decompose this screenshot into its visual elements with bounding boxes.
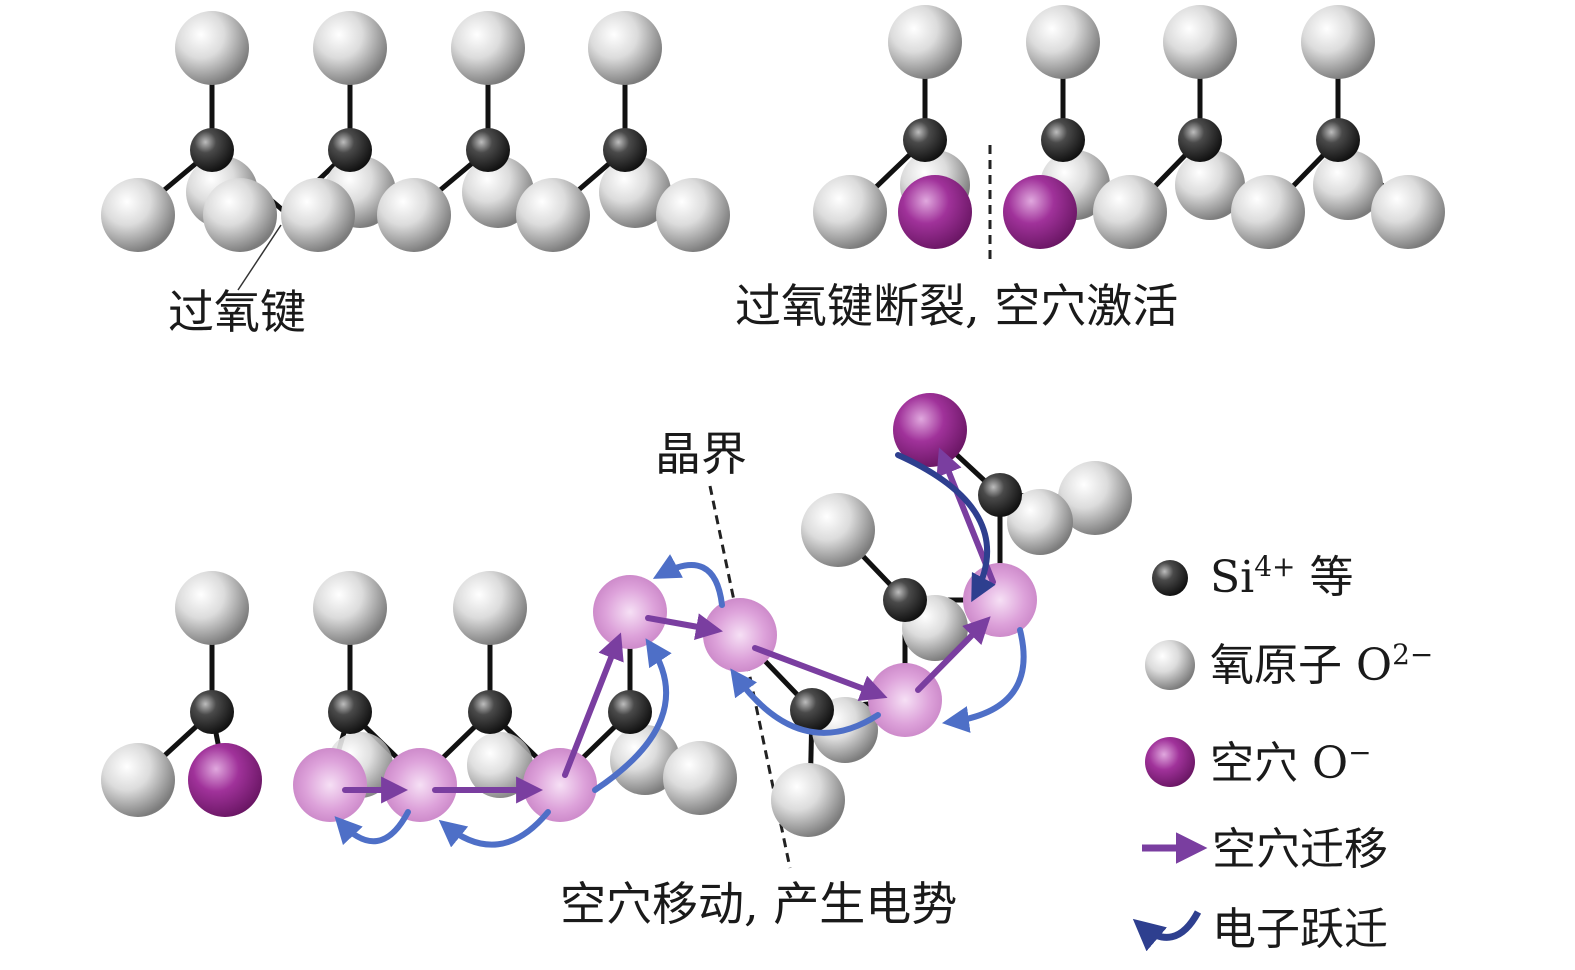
legend-si-suffix: 等 bbox=[1296, 552, 1354, 603]
si-atom bbox=[608, 690, 652, 734]
peroxy-oxygen-atom bbox=[281, 178, 355, 252]
oxygen-atom bbox=[663, 741, 737, 815]
oxygen-atom bbox=[1371, 175, 1445, 249]
legend-oxygen: 氧原子 O2− bbox=[1145, 638, 1433, 691]
peroxy-oxygen-atom bbox=[203, 178, 277, 252]
oxygen-atom-icon bbox=[1145, 640, 1195, 690]
grain-boundary-label: 晶界 bbox=[655, 427, 747, 481]
oxygen-atom bbox=[175, 571, 249, 645]
oxygen-atom bbox=[888, 5, 962, 79]
bond-break-label: 过氧键断裂, 空穴激活 bbox=[735, 279, 1178, 333]
migrating-hole bbox=[703, 598, 777, 672]
hole-atom bbox=[188, 743, 262, 817]
oxygen-atom bbox=[588, 11, 662, 85]
oxygen-atom bbox=[1301, 5, 1375, 79]
si-atom bbox=[903, 118, 947, 162]
migrating-hole bbox=[293, 748, 367, 822]
si-atom bbox=[883, 578, 927, 622]
legend-oxygen-text: 氧原子 O bbox=[1210, 640, 1392, 691]
top-right-structure bbox=[813, 5, 1445, 262]
svg-text:氧原子 O2−: 氧原子 O2− bbox=[1210, 638, 1433, 691]
si-atom bbox=[190, 690, 234, 734]
legend-electron-transition: 电子跃迁 bbox=[1140, 904, 1388, 955]
oxygen-atom bbox=[801, 493, 875, 567]
si-atom-icon bbox=[1152, 560, 1188, 596]
legend-si-charge: 4+ bbox=[1254, 550, 1295, 583]
legend-si: Si4+ 等 bbox=[1152, 550, 1354, 603]
oxygen-atom bbox=[377, 178, 451, 252]
oxygen-atom bbox=[453, 571, 527, 645]
legend-oxygen-charge: 2− bbox=[1392, 638, 1433, 671]
hole-movement-caption: 空穴移动, 产生电势 bbox=[560, 877, 957, 931]
si-atom bbox=[1178, 118, 1222, 162]
oxygen-atom bbox=[1163, 5, 1237, 79]
electron-transition-arrow-icon bbox=[1140, 912, 1198, 937]
legend-hole-charge: − bbox=[1348, 736, 1371, 769]
bottom-structure bbox=[101, 393, 1132, 868]
oxygen-atom bbox=[313, 11, 387, 85]
oxygen-atom bbox=[101, 743, 175, 817]
migrating-hole bbox=[523, 748, 597, 822]
svg-text:空穴 O−: 空穴 O− bbox=[1210, 736, 1372, 789]
oxygen-atom bbox=[313, 571, 387, 645]
legend-hole: 空穴 O− bbox=[1145, 736, 1372, 789]
migrating-hole bbox=[383, 748, 457, 822]
oxygen-atom bbox=[451, 11, 525, 85]
si-atom bbox=[328, 128, 372, 172]
oxygen-atom bbox=[516, 178, 590, 252]
legend-hole-migration-text: 空穴迁移 bbox=[1212, 824, 1388, 875]
legend: Si4+ 等 氧原子 O2− 空穴 O− 空穴迁移 电子跃迁 bbox=[1140, 550, 1433, 955]
si-atom bbox=[328, 690, 372, 734]
oxygen-atom bbox=[175, 11, 249, 85]
si-atom bbox=[466, 128, 510, 172]
oxygen-atom bbox=[771, 763, 845, 837]
top-left-structure bbox=[101, 11, 730, 290]
oxygen-atom bbox=[656, 178, 730, 252]
si-atom bbox=[603, 128, 647, 172]
hole-atom-icon bbox=[1145, 737, 1195, 787]
legend-si-symbol: Si bbox=[1210, 552, 1254, 603]
oxygen-atom bbox=[1093, 175, 1167, 249]
si-atom bbox=[978, 473, 1022, 517]
hole-atom bbox=[898, 175, 972, 249]
migrating-hole bbox=[593, 575, 667, 649]
si-atom bbox=[1316, 118, 1360, 162]
oxygen-atom bbox=[101, 178, 175, 252]
oxygen-atom bbox=[1026, 5, 1100, 79]
legend-hole-migration: 空穴迁移 bbox=[1142, 824, 1388, 875]
si-atom bbox=[468, 690, 512, 734]
peroxy-bond-label: 过氧键 bbox=[168, 285, 306, 339]
migrating-hole bbox=[963, 563, 1037, 637]
si-atom bbox=[1041, 118, 1085, 162]
legend-electron-transition-text: 电子跃迁 bbox=[1212, 904, 1388, 955]
oxygen-atom bbox=[813, 175, 887, 249]
legend-hole-text: 空穴 O bbox=[1210, 738, 1348, 789]
svg-text:Si4+ 等: Si4+ 等 bbox=[1210, 550, 1354, 603]
hole-atom bbox=[1003, 175, 1077, 249]
oxygen-atom bbox=[1231, 175, 1305, 249]
si-atom bbox=[190, 128, 234, 172]
